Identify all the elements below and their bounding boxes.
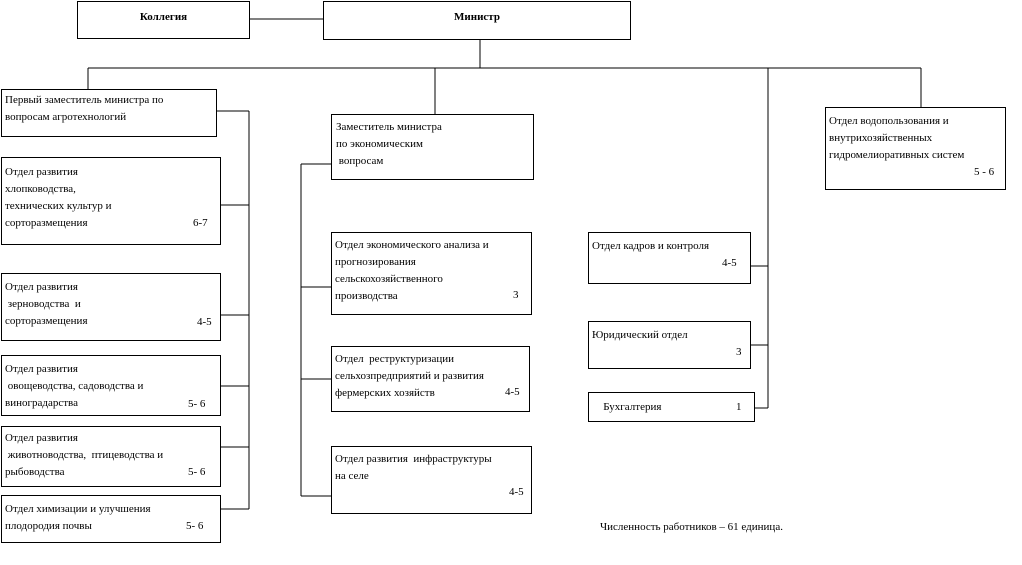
dept-grain-name: Отдел развития зерноводства и сорторазме… — [5, 281, 88, 327]
dept-hr-name: Отдел кадров и контроля — [592, 240, 710, 252]
dept-legal-staff: 3 — [736, 346, 742, 358]
deputy-economic-box: Заместитель министра по экономическим во… — [331, 114, 534, 180]
first-deputy-title: Первый заместитель министра по вопросам … — [5, 94, 164, 123]
deputy-economic-title: Заместитель министра по экономическим во… — [336, 121, 442, 167]
dept-infrastructure-staff: 4-5 — [509, 486, 524, 498]
dept-cotton-name: Отдел развития хлопководства, технически… — [5, 166, 112, 229]
collegium-label: Коллегия — [139, 11, 188, 23]
dept-livestock-name: Отдел развития животноводства, птицеводс… — [5, 432, 164, 478]
dept-soil-staff: 5- 6 — [186, 520, 204, 532]
dept-grain-staff: 4-5 — [197, 316, 212, 328]
first-deputy-box: Первый заместитель министра по вопросам … — [1, 89, 217, 137]
dept-grain-box: Отдел развития зерноводства и сорторазме… — [1, 273, 221, 341]
dept-hr-staff: 4-5 — [722, 257, 737, 269]
dept-restructuring-staff: 4-5 — [505, 386, 520, 398]
dept-accounting-name: Бухгалтерия — [595, 401, 662, 413]
dept-restructuring-name: Отдел реструктуризации сельхозпредприяти… — [335, 353, 484, 399]
staff-total-note: Численность работников – 61 единица. — [600, 521, 783, 533]
dept-vegetable-staff: 5- 6 — [188, 398, 206, 410]
dept-vegetable-name: Отдел развития овощеводства, садоводства… — [5, 363, 144, 409]
dept-econ-analysis-staff: 3 — [513, 289, 519, 301]
collegium-box: Коллегия — [77, 1, 250, 39]
dept-vegetable-box: Отдел развития овощеводства, садоводства… — [1, 355, 221, 416]
dept-econ-analysis-box: Отдел экономического анализа и прогнозир… — [331, 232, 532, 315]
dept-livestock-staff: 5- 6 — [188, 466, 206, 478]
dept-legal-box: Юридический отдел 3 — [588, 321, 751, 369]
dept-water-staff: 5 - 6 — [974, 166, 995, 178]
dept-water-name: Отдел водопользования и внутрихозяйствен… — [829, 115, 965, 161]
dept-legal-name: Юридический отдел — [592, 329, 688, 341]
dept-restructuring-box: Отдел реструктуризации сельхозпредприяти… — [331, 346, 530, 412]
dept-water-box: Отдел водопользования и внутрихозяйствен… — [825, 107, 1006, 190]
dept-livestock-box: Отдел развития животноводства, птицеводс… — [1, 426, 221, 487]
minister-box: Министр — [323, 1, 631, 40]
minister-label: Министр — [454, 11, 500, 23]
dept-cotton-box: Отдел развития хлопководства, технически… — [1, 157, 221, 245]
dept-econ-analysis-name: Отдел экономического анализа и прогнозир… — [335, 239, 489, 302]
dept-infrastructure-box: Отдел развития инфраструктуры на селе 4-… — [331, 446, 532, 514]
dept-hr-box: Отдел кадров и контроля 4-5 — [588, 232, 751, 284]
dept-infrastructure-name: Отдел развития инфраструктуры на селе — [335, 453, 492, 482]
dept-soil-box: Отдел химизации и улучшения плодородия п… — [1, 495, 221, 543]
dept-cotton-staff: 6-7 — [193, 217, 208, 229]
dept-accounting-staff: 1 — [736, 401, 742, 413]
dept-accounting-box: Бухгалтерия 1 — [588, 392, 755, 422]
dept-soil-name: Отдел химизации и улучшения плодородия п… — [5, 503, 151, 532]
